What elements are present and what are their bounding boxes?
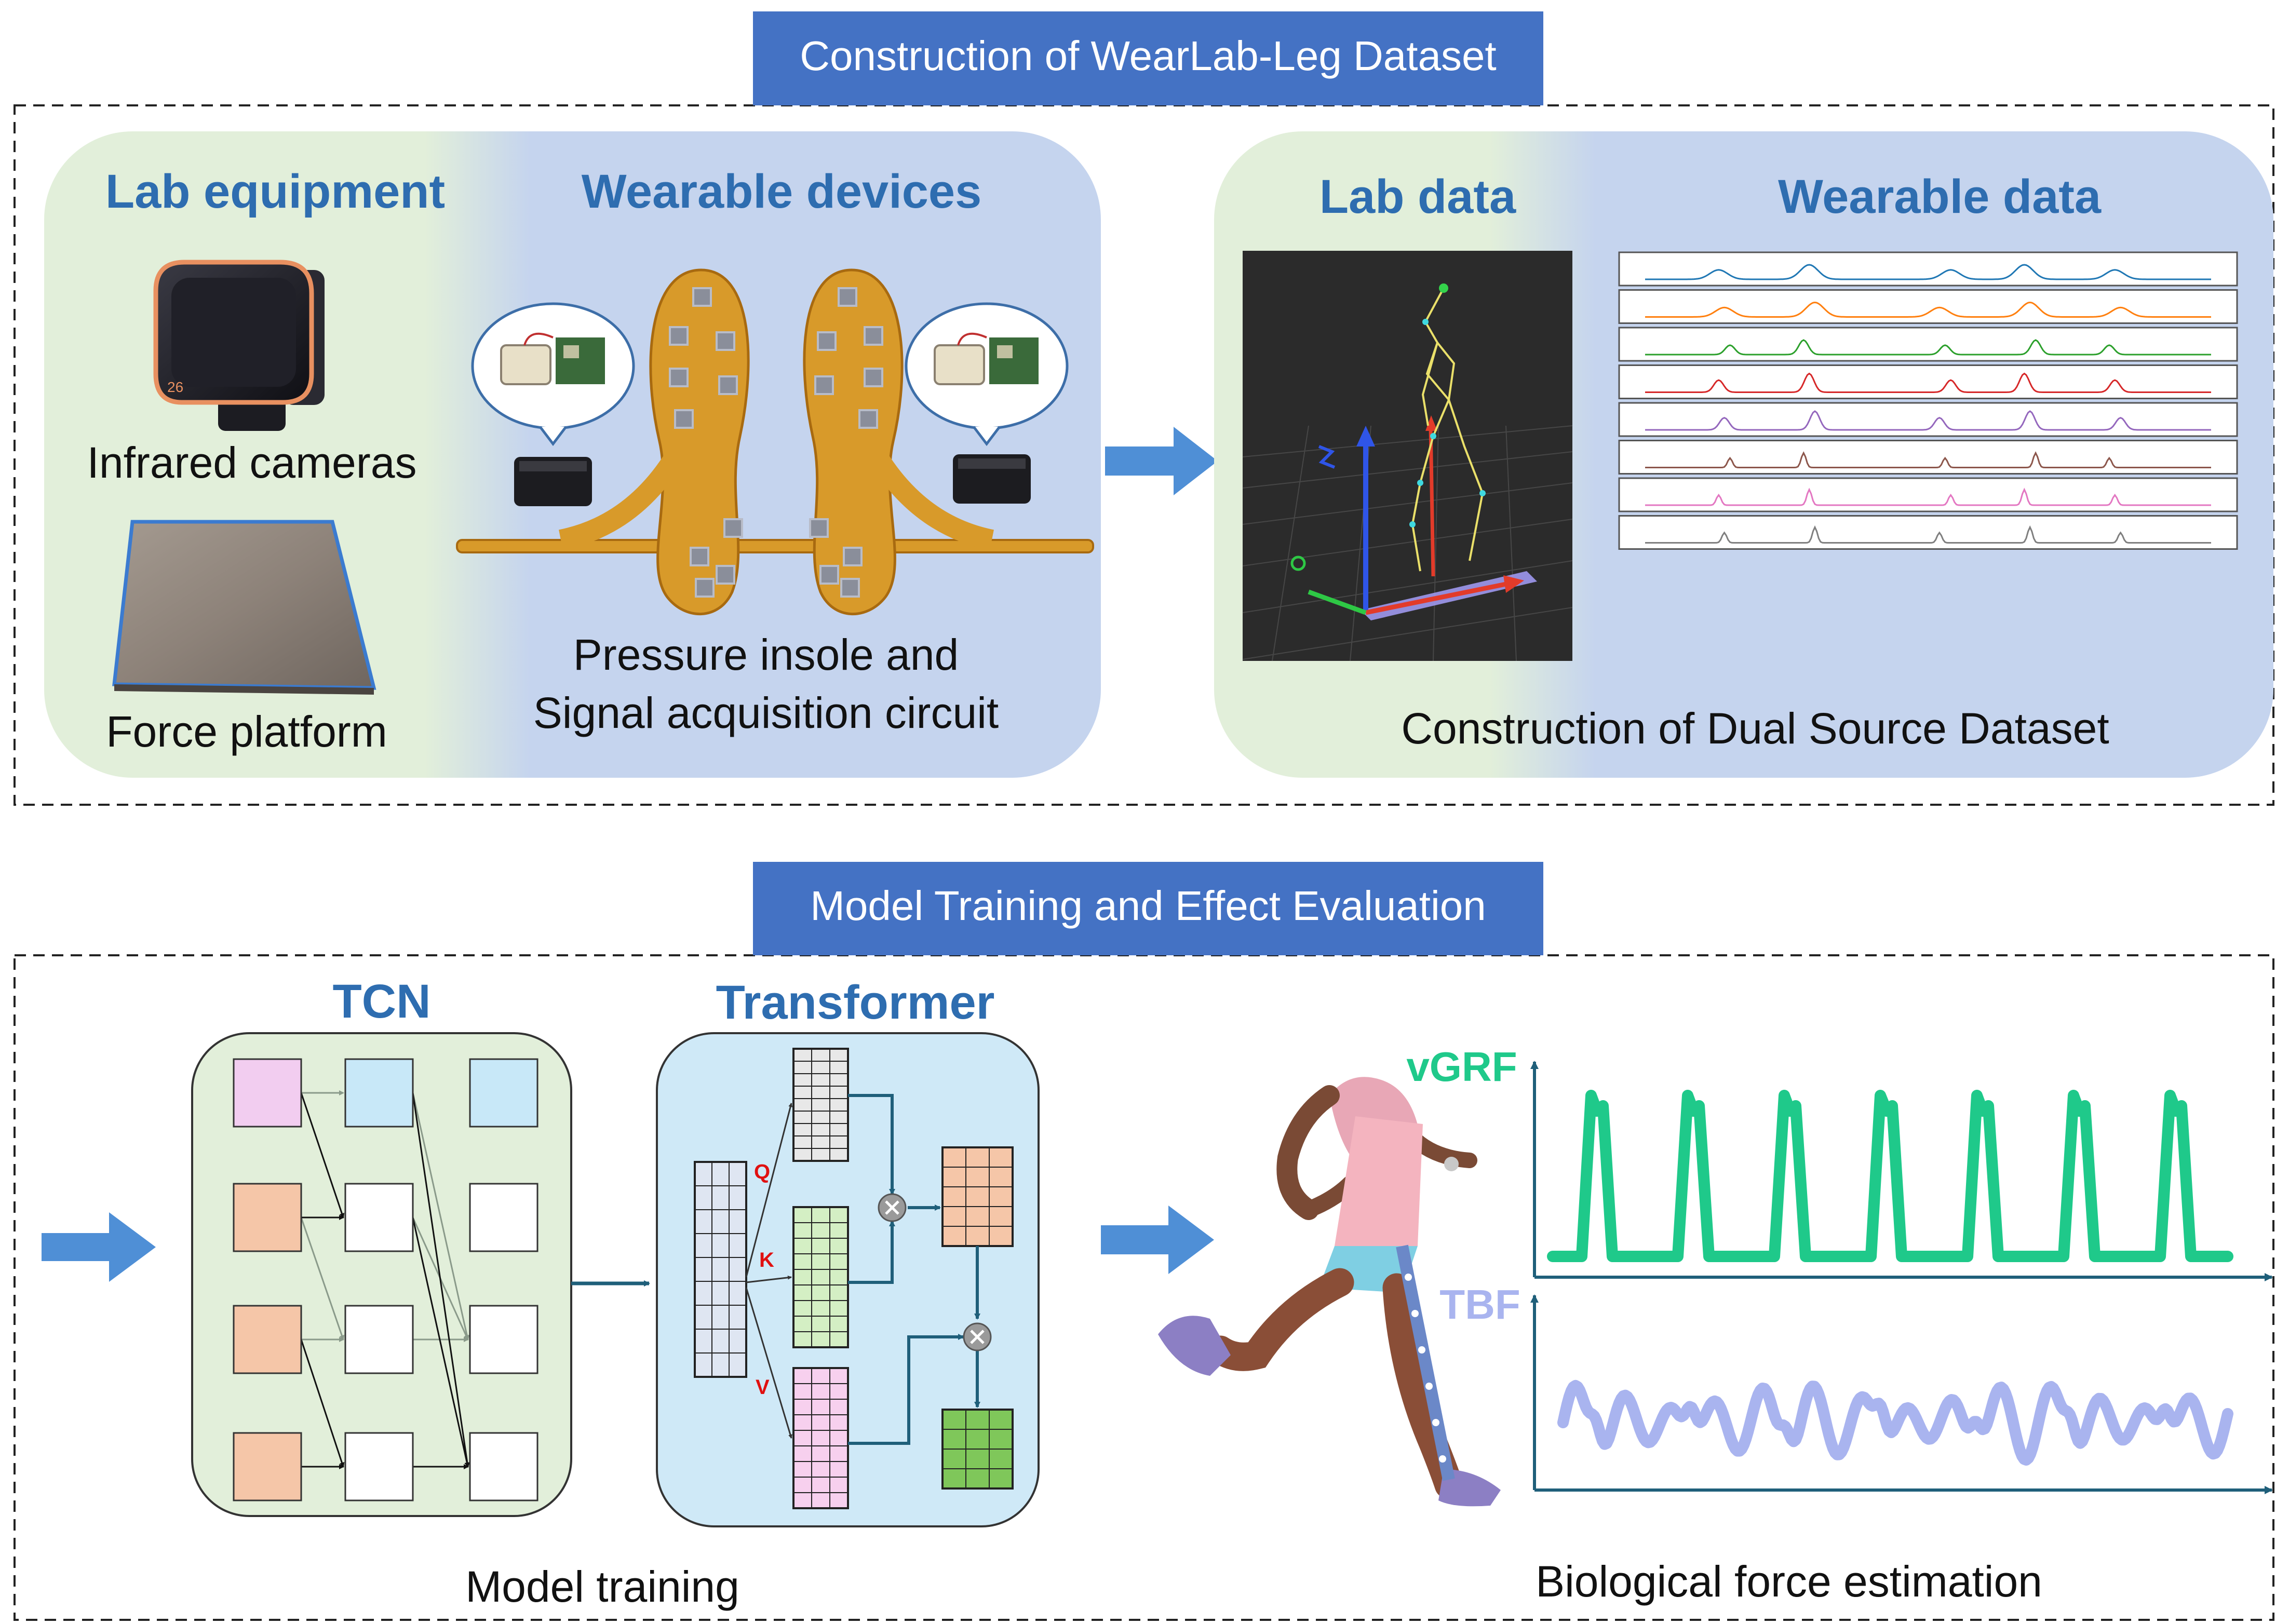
tcn-edge	[300, 1339, 345, 1468]
tcn-node	[233, 1058, 302, 1128]
signal-strip	[1618, 402, 2238, 437]
wearable-devices-heading: Wearable devices	[582, 165, 982, 218]
vgrf-label: vGRF	[1406, 1044, 1517, 1090]
vgrf-curve	[1547, 1090, 2233, 1262]
biological-force-caption: Biological force estimation	[1536, 1557, 2042, 1606]
k-label: K	[759, 1249, 774, 1271]
tcn-node	[344, 1058, 414, 1128]
tcn-edge	[412, 1092, 470, 1341]
tcn-edge	[412, 1092, 470, 1468]
tcn-node	[469, 1183, 538, 1252]
input-embedding-matrix	[694, 1161, 747, 1378]
signal-strip	[1618, 289, 2238, 324]
tcn-edge	[412, 1217, 470, 1468]
insole-caption-line1: Pressure insole and	[573, 630, 959, 679]
motion-capture-view	[1242, 251, 1573, 661]
acquisition-circuit-bubble-left	[471, 302, 635, 446]
tcn-node	[469, 1058, 538, 1128]
tcn-node	[344, 1432, 414, 1501]
tcn-node	[344, 1183, 414, 1252]
key-matrix	[792, 1206, 849, 1348]
dual-source-caption: Construction of Dual Source Dataset	[1401, 704, 2109, 753]
bottom-flow-arrow	[1101, 1206, 1214, 1274]
tcn-node	[469, 1432, 538, 1501]
tbf-label: TBF	[1439, 1281, 1520, 1328]
model-training-caption: Model training	[465, 1562, 739, 1611]
output-matrix	[941, 1409, 1014, 1490]
signal-strip	[1618, 364, 2238, 399]
signal-trace	[1645, 264, 2211, 280]
tcn-block	[191, 1032, 572, 1517]
tcn-edge	[300, 1217, 345, 1341]
q-label: Q	[754, 1160, 770, 1183]
signal-strip	[1618, 477, 2238, 512]
tbf-axes	[1530, 1294, 2273, 1494]
force-platform-label: Force platform	[106, 707, 387, 756]
signal-trace	[1645, 488, 2211, 506]
transformer-label: Transformer	[716, 976, 995, 1029]
signal-trace	[1645, 339, 2211, 356]
tcn-node	[469, 1305, 538, 1374]
signal-strip	[1618, 440, 2238, 475]
attention-score-matrix	[941, 1146, 1014, 1247]
insole-caption-line2: Signal acquisition circuit	[533, 688, 999, 737]
multiply-operator-icon	[878, 1193, 907, 1222]
bottom-section-title-bar	[753, 862, 1543, 955]
split-arrow-q	[745, 1103, 793, 1278]
acquisition-device-left	[514, 457, 592, 506]
multiply-operator-icon	[963, 1322, 992, 1351]
signal-trace	[1645, 301, 2211, 318]
k-to-mult-arrow	[848, 1220, 895, 1284]
top-section-title-bar	[753, 11, 1543, 105]
top-flow-arrow	[1105, 427, 1218, 495]
tcn-label: TCN	[332, 975, 430, 1028]
infrared-cameras-label: Infrared cameras	[87, 438, 417, 487]
v-label: V	[756, 1376, 770, 1399]
infrared-camera-icon: 26	[153, 260, 325, 431]
signal-strip	[1618, 251, 2238, 287]
tcn-nodes	[233, 1058, 538, 1501]
tcn-node	[233, 1183, 302, 1252]
force-platform-icon	[112, 520, 376, 695]
signal-trace	[1645, 451, 2211, 468]
value-matrix	[792, 1367, 849, 1509]
acquisition-circuit-bubble-right	[905, 302, 1069, 446]
lab-data-heading: Lab data	[1319, 170, 1516, 223]
acquisition-device-right	[953, 454, 1031, 504]
bottom-input-arrow	[42, 1212, 156, 1282]
tcn-node	[344, 1305, 414, 1374]
pressure-insole-pair-icon	[456, 268, 1094, 615]
q-to-mult-arrow	[848, 1094, 895, 1195]
signal-strip	[1618, 515, 2238, 550]
top-section-title: Construction of WearLab-Leg Dataset	[800, 33, 1496, 79]
signal-strip	[1618, 327, 2238, 362]
wearable-signal-strips	[1618, 251, 2238, 550]
wearable-data-heading: Wearable data	[1778, 170, 2102, 223]
split-arrow-k	[746, 1275, 792, 1283]
camera-badge: 26	[167, 379, 183, 395]
signal-trace	[1645, 525, 2211, 544]
tcn-node	[233, 1305, 302, 1374]
signal-trace	[1645, 372, 2211, 393]
tcn-edge	[300, 1092, 345, 1219]
tbf-curve	[1557, 1379, 2233, 1466]
split-arrow-v	[745, 1287, 792, 1439]
lab-equipment-heading: Lab equipment	[105, 165, 445, 218]
runner-figure-icon	[1158, 1077, 1501, 1507]
transformer-internals	[694, 1048, 1014, 1509]
signal-trace	[1645, 410, 2211, 431]
tcn-node	[233, 1432, 302, 1501]
query-matrix	[792, 1048, 849, 1162]
bottom-section-title: Model Training and Effect Evaluation	[810, 883, 1486, 929]
v-to-mult-arrow	[848, 1334, 964, 1445]
vgrf-axes	[1530, 1061, 2273, 1281]
